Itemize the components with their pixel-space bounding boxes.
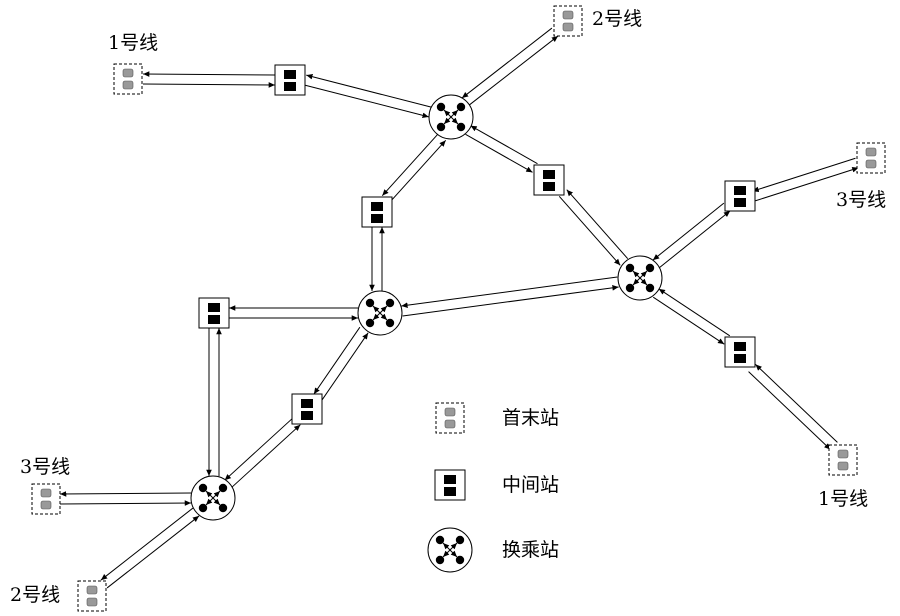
terminal-station — [553, 5, 583, 37]
legend-transfer-label: 换乘站 — [502, 539, 560, 561]
transfer-station-right — [617, 255, 663, 301]
connection-arrow — [60, 500, 192, 506]
connection-arrow — [143, 71, 276, 77]
terminal-station — [435, 402, 465, 434]
connection-arrow — [224, 416, 294, 481]
transfer-station-legend — [427, 527, 473, 573]
connection-arrow — [100, 507, 194, 581]
legend-terminal-label: 首末站 — [502, 407, 560, 429]
connection-arrow — [231, 424, 301, 489]
connection-arrow — [658, 288, 731, 337]
connection-arrow — [321, 332, 369, 401]
connection-arrow — [303, 84, 429, 118]
connection-arrow — [142, 82, 275, 88]
connection-arrow — [748, 371, 831, 450]
connection-arrow — [381, 133, 439, 196]
intermediate-station — [198, 297, 230, 329]
connection-arrow — [558, 195, 621, 266]
connection-arrow — [306, 74, 432, 108]
connection-arrow — [755, 364, 838, 443]
connection-arrow — [467, 35, 559, 107]
line-label-2-top: 2号线 — [592, 8, 643, 30]
connection-arrow — [752, 157, 856, 192]
connection-arrow — [652, 296, 725, 345]
line-label-1-top: 1号线 — [108, 32, 159, 54]
transfer-station-top — [428, 94, 474, 140]
connection-arrow — [461, 27, 553, 99]
connection-arrow — [566, 189, 629, 260]
intermediate-station — [291, 393, 323, 425]
legend-intermediate-label: 中间站 — [502, 474, 560, 496]
line-label-3-right: 3号线 — [836, 189, 887, 211]
terminal-station — [828, 444, 858, 476]
intermediate-station — [274, 64, 306, 96]
intermediate-station — [533, 164, 565, 196]
connection-arrow — [106, 515, 200, 589]
intermediate-station — [724, 180, 756, 212]
line-label-1-bottom: 1号线 — [818, 488, 869, 510]
connection-arrow — [59, 491, 191, 497]
transfer-station-center — [357, 290, 403, 336]
line-label-2-bottom: 2号线 — [10, 584, 61, 606]
connection-arrow — [755, 167, 859, 202]
terminal-station — [77, 580, 107, 612]
connection-arrow — [470, 125, 538, 165]
intermediate-station — [361, 196, 393, 228]
line-label-3-left: 3号线 — [20, 456, 71, 478]
connection-arrow — [401, 276, 618, 308]
intermediate-station — [724, 336, 756, 368]
transfer-station-bottom-left — [190, 475, 236, 521]
connection-arrow — [658, 210, 731, 269]
terminal-station — [856, 142, 886, 174]
connection-arrow — [313, 326, 361, 395]
connection-arrow — [402, 285, 619, 317]
connection-arrow — [465, 133, 533, 173]
terminal-station — [31, 483, 61, 515]
connection-arrow — [652, 202, 725, 261]
connection-arrow — [389, 140, 447, 203]
intermediate-station — [434, 469, 466, 501]
connection-arrows — [59, 27, 859, 589]
terminal-station — [113, 63, 143, 95]
